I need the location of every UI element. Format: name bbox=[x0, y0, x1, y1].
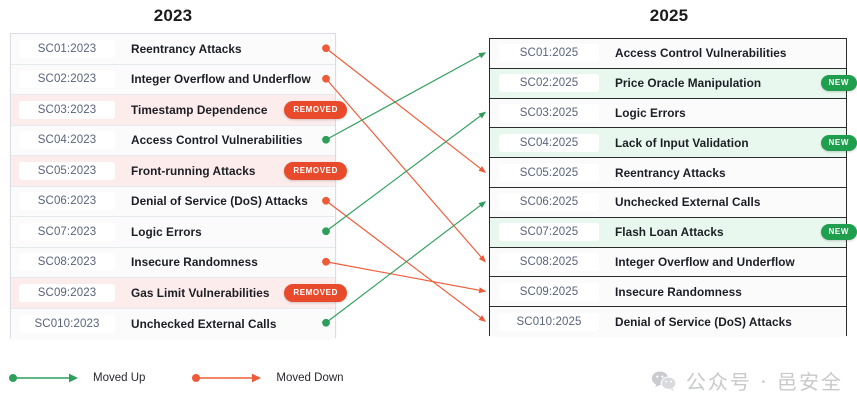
row-id: SC010:2023 bbox=[19, 314, 115, 333]
row-name: Reentrancy Attacks bbox=[615, 165, 726, 180]
row-id: SC08:2025 bbox=[499, 252, 599, 271]
connection-line-up bbox=[325, 201, 487, 324]
row-id: SC010:2025 bbox=[499, 313, 599, 332]
table-row[interactable]: SC06:2025 Unchecked External Calls bbox=[490, 187, 846, 218]
table-row[interactable]: SC010:2025 Denial of Service (DoS) Attack… bbox=[490, 307, 846, 337]
table-row[interactable]: SC01:2025 Access Control Vulnerabilities bbox=[490, 39, 846, 69]
status-badge-new: NEW bbox=[820, 75, 857, 92]
connection-line-up bbox=[325, 111, 487, 232]
row-name: Front-running Attacks bbox=[131, 163, 256, 178]
row-id: SC02:2023 bbox=[19, 70, 115, 89]
legend-down-arrow-icon bbox=[192, 373, 262, 383]
row-id: SC06:2025 bbox=[499, 193, 599, 212]
table-row[interactable]: SC05:2025 Reentrancy Attacks bbox=[490, 158, 846, 188]
watermark-text: 公众号 · 邑安全 bbox=[685, 370, 843, 394]
row-id: SC04:2025 bbox=[499, 133, 599, 152]
table-row[interactable]: SC01:2023 Reentrancy Attacks bbox=[11, 34, 335, 65]
row-name: Denial of Service (DoS) Attacks bbox=[131, 194, 308, 209]
row-id: SC01:2023 bbox=[19, 39, 115, 58]
row-name: Lack of Input Validation bbox=[615, 135, 749, 150]
row-id: SC01:2025 bbox=[499, 44, 599, 63]
row-name: Integer Overflow and Underflow bbox=[131, 72, 311, 87]
row-name: Unchecked External Calls bbox=[615, 195, 761, 210]
row-id: SC08:2023 bbox=[19, 253, 115, 272]
table-row[interactable]: SC08:2023 Insecure Randomness bbox=[11, 247, 335, 278]
legend: Moved Up Moved Down bbox=[8, 372, 344, 384]
row-name: Access Control Vulnerabilities bbox=[615, 46, 787, 61]
legend-item-moved-up: Moved Up bbox=[8, 372, 145, 384]
connection-line-down bbox=[325, 47, 487, 173]
table-row[interactable]: SC04:2025 Lack of Input Validation NEW bbox=[490, 128, 857, 159]
table-row[interactable]: SC02:2025 Price Oracle Manipulation NEW bbox=[490, 68, 857, 99]
connection-line-up bbox=[325, 52, 487, 141]
table-row[interactable]: SC08:2025 Integer Overflow and Underflow bbox=[490, 247, 846, 278]
table-row[interactable]: SC07:2025 Flash Loan Attacks NEW bbox=[490, 217, 857, 248]
legend-up-label: Moved Up bbox=[93, 372, 146, 384]
status-badge-new: NEW bbox=[820, 134, 857, 151]
row-name: Timestamp Dependence bbox=[131, 102, 268, 117]
row-name: Flash Loan Attacks bbox=[615, 225, 724, 240]
row-name: Logic Errors bbox=[131, 224, 202, 239]
row-name: Denial of Service (DoS) Attacks bbox=[615, 315, 792, 330]
status-badge-removed: REMOVED bbox=[284, 283, 347, 302]
row-name: Insecure Randomness bbox=[615, 284, 742, 299]
row-id: SC05:2023 bbox=[19, 161, 115, 180]
table-row[interactable]: SC05:2023 Front-running Attacks REMOVED bbox=[11, 156, 347, 187]
row-id: SC03:2025 bbox=[499, 103, 599, 122]
connection-line-down bbox=[325, 261, 487, 294]
table-row[interactable]: SC04:2023 Access Control Vulnerabilities bbox=[11, 125, 335, 156]
table-row[interactable]: SC02:2023 Integer Overflow and Underflow bbox=[11, 64, 335, 95]
connection-line-down bbox=[325, 200, 487, 322]
row-id: SC09:2025 bbox=[499, 282, 599, 301]
table-row[interactable]: SC03:2023 Timestamp Dependence REMOVED bbox=[11, 95, 347, 126]
status-badge-removed: REMOVED bbox=[284, 161, 347, 180]
row-id: SC02:2025 bbox=[499, 74, 599, 93]
legend-item-moved-down: Moved Down bbox=[191, 372, 344, 384]
row-name: Gas Limit Vulnerabilities bbox=[131, 285, 270, 300]
table-row[interactable]: SC03:2025 Logic Errors bbox=[490, 98, 846, 129]
legend-up-arrow-icon bbox=[9, 373, 78, 383]
connection-line-down bbox=[325, 78, 486, 263]
row-id: SC07:2023 bbox=[19, 222, 115, 241]
legend-down-label: Moved Down bbox=[276, 372, 344, 384]
row-name: Price Oracle Manipulation bbox=[615, 76, 762, 91]
right-column-title: 2025 bbox=[649, 6, 689, 25]
row-id: SC07:2025 bbox=[499, 223, 599, 242]
row-id: SC03:2023 bbox=[19, 100, 115, 119]
row-name: Unchecked External Calls bbox=[131, 316, 277, 331]
watermark: 公众号 · 邑安全 bbox=[651, 366, 843, 395]
row-id: SC06:2023 bbox=[19, 192, 115, 211]
row-id: SC04:2023 bbox=[19, 131, 115, 150]
status-badge-new: NEW bbox=[820, 224, 857, 241]
table-row[interactable]: SC09:2023 Gas Limit Vulnerabilities REMOVE… bbox=[11, 278, 347, 309]
row-name: Reentrancy Attacks bbox=[131, 41, 242, 56]
row-name: Access Control Vulnerabilities bbox=[131, 133, 303, 148]
row-id: SC09:2023 bbox=[19, 283, 115, 302]
row-name: Insecure Randomness bbox=[131, 255, 258, 270]
table-row[interactable]: SC09:2025 Insecure Randomness bbox=[490, 277, 846, 308]
row-name: Integer Overflow and Underflow bbox=[615, 254, 795, 269]
wechat-icon bbox=[651, 371, 677, 391]
row-id: SC05:2025 bbox=[499, 163, 599, 182]
table-row[interactable]: SC07:2023 Logic Errors bbox=[11, 217, 335, 248]
row-name: Logic Errors bbox=[615, 105, 686, 120]
table-row[interactable]: SC010:2023 Unchecked External Calls bbox=[11, 308, 335, 339]
table-row[interactable]: SC06:2023 Denial of Service (DoS) Attacks bbox=[11, 186, 335, 217]
left-column-title: 2023 bbox=[153, 6, 193, 25]
status-badge-removed: REMOVED bbox=[284, 100, 347, 119]
